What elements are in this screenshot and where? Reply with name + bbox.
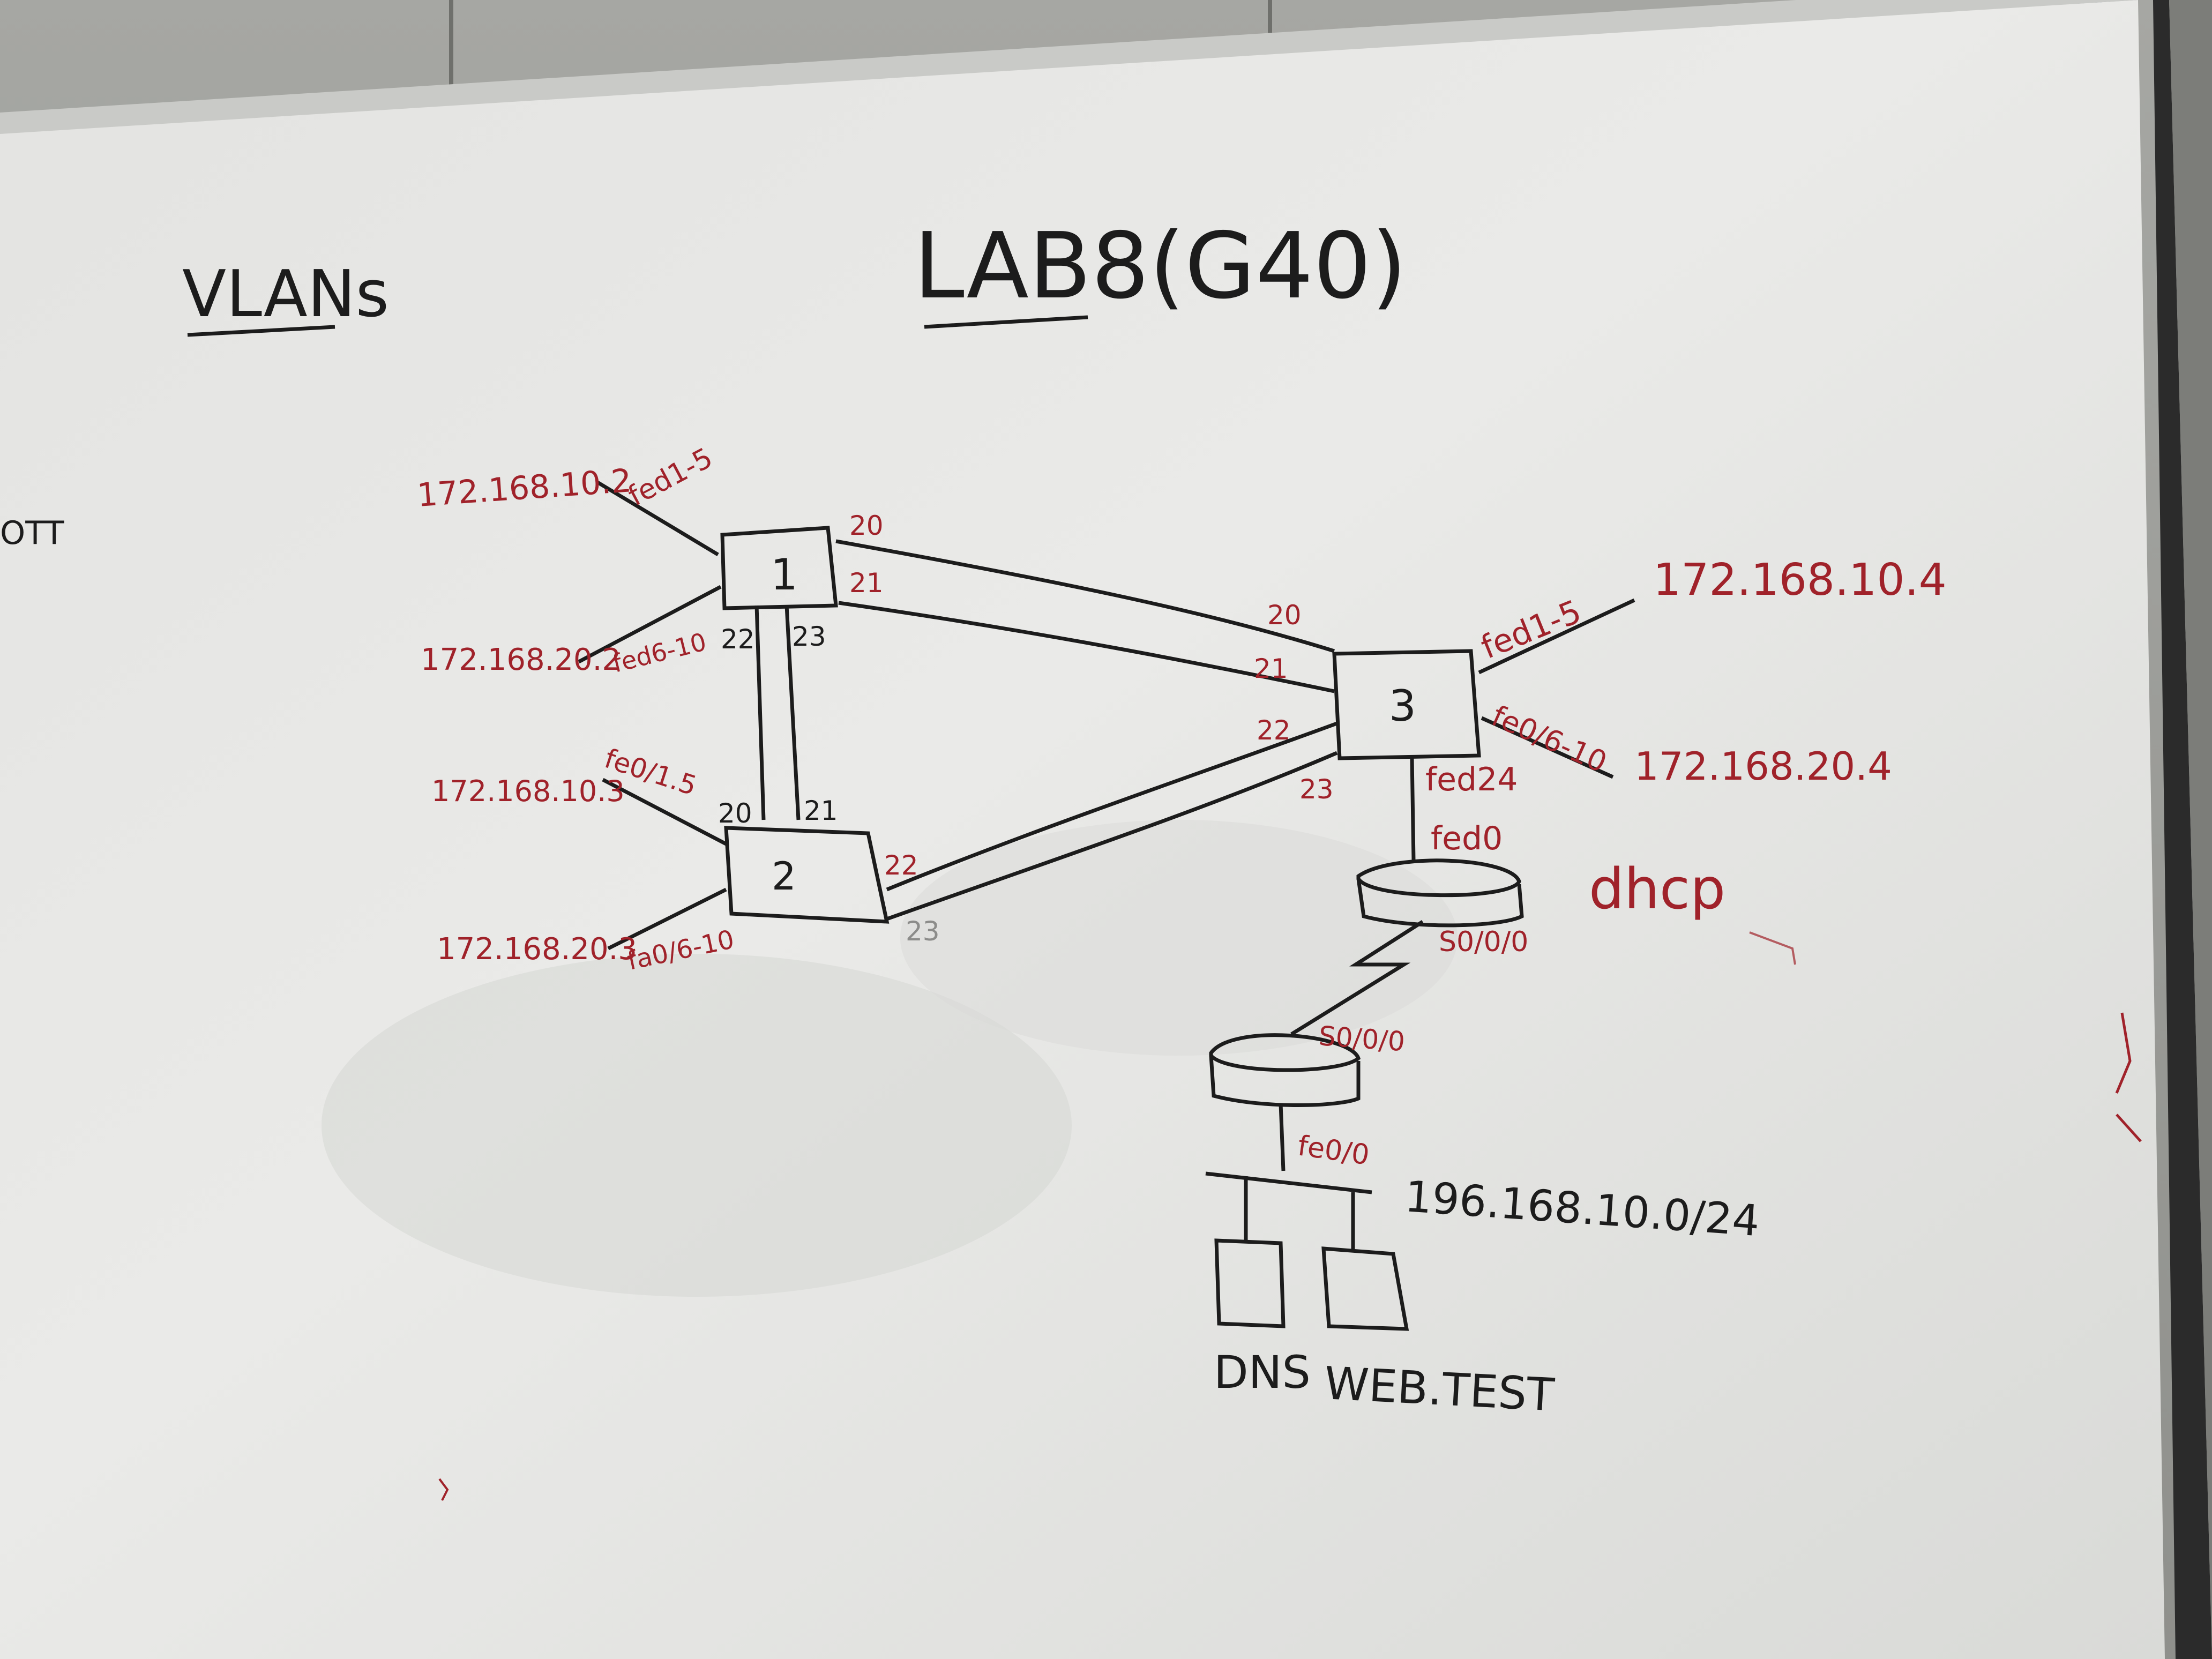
- router-dhcp-label: dhcp: [1589, 856, 1725, 922]
- s1-vlan20-ip: 172.168.20.2: [421, 642, 621, 677]
- router-to-bus: [1279, 1103, 1286, 1171]
- access-s1-left-down: [578, 585, 722, 664]
- s1-port-21: 21: [849, 567, 884, 599]
- server-web-label: WEB.TEST: [1323, 1357, 1556, 1421]
- heading-title: LAB8(G40): [914, 213, 1407, 319]
- s2-port-22: 22: [884, 850, 918, 881]
- switch-2-box: [724, 826, 890, 924]
- access-s2-left-down: [607, 887, 727, 951]
- s3-port-21: 21: [1254, 653, 1288, 684]
- stray-mark: [2115, 1012, 2142, 1142]
- switch-1[interactable]: 1: [720, 526, 838, 610]
- router-dhcp-top: [1356, 858, 1521, 898]
- link-s2-s3-b: [886, 751, 1338, 921]
- router-lower[interactable]: [1209, 1033, 1361, 1107]
- router-lower-serial: S0/0/0: [1318, 1020, 1406, 1057]
- switch-2[interactable]: 2: [724, 826, 890, 924]
- s2-vlan10-ip: 172.168.10.3: [431, 774, 625, 808]
- router-lower-top: [1209, 1033, 1361, 1072]
- whiteboard-right-frame: [2153, 0, 2212, 1659]
- ghost-smudge: [900, 820, 1458, 1056]
- server-dns[interactable]: [1214, 1238, 1286, 1328]
- whiteboard-right-shadow: [2169, 0, 2212, 1659]
- switch-1-box: [720, 526, 838, 610]
- access-s2-left-up: [602, 778, 727, 846]
- heading-vlans: VLANs: [182, 257, 389, 332]
- router-dhcp-port-up: fed0: [1431, 820, 1503, 857]
- switch-2-label: 2: [772, 854, 796, 899]
- s2-port-20: 20: [718, 798, 752, 829]
- stray-mark: [1749, 931, 1796, 965]
- switch-3[interactable]: 3: [1332, 649, 1481, 760]
- switch-3-label: 3: [1389, 681, 1416, 731]
- router-dhcp[interactable]: [1356, 858, 1524, 928]
- access-s3-right-up: [1478, 598, 1635, 675]
- link-s1-s3-b: [838, 601, 1335, 693]
- router-dhcp-side: [1356, 878, 1524, 928]
- s1-port-23: 23: [792, 621, 826, 652]
- heading-vlans-underline: [187, 325, 335, 337]
- serial-link: [1290, 920, 1424, 1036]
- access-s3-right-down: [1481, 716, 1614, 779]
- heading-title-underline: [924, 315, 1088, 329]
- link-s2-s3-a: [886, 721, 1338, 892]
- link-s1-s2-a: [754, 605, 766, 820]
- switch-3-box: [1332, 649, 1481, 760]
- router-dhcp-serial: S0/0/0: [1439, 926, 1528, 958]
- s3-vlan20-ip: 172.168.20.4: [1634, 744, 1892, 789]
- s2-vlan20-ip: 172.168.20.3: [437, 932, 637, 967]
- s1-port-22: 22: [721, 624, 755, 655]
- s3-vlan10-ip: 172.168.10.4: [1653, 555, 1947, 606]
- s2-port-23: 23: [906, 916, 940, 947]
- stray-mark: [438, 1478, 449, 1501]
- trunk-links: [578, 480, 1635, 1251]
- s3-port-23: 23: [1299, 774, 1334, 805]
- server-web[interactable]: [1321, 1246, 1409, 1331]
- lan-bus: [1205, 1171, 1372, 1194]
- access-s1-left-up: [596, 480, 719, 557]
- s3-port-22: 22: [1257, 715, 1291, 746]
- server-dns-label: DNS: [1214, 1346, 1311, 1399]
- s2-port-21: 21: [804, 795, 838, 826]
- s3-port-20: 20: [1267, 600, 1302, 631]
- s3-uplink-port: fed24: [1425, 761, 1518, 798]
- whiteboard-top-edge: [0, 0, 2138, 134]
- edge-text: OTT: [0, 514, 64, 552]
- s1-port-20: 20: [849, 510, 884, 541]
- link-s1-s2-b: [784, 605, 801, 820]
- ghost-smudge: [322, 954, 1072, 1297]
- link-s1-s3-a: [835, 539, 1335, 653]
- switch-1-label: 1: [771, 550, 798, 600]
- router-lower-side: [1209, 1055, 1361, 1107]
- link-s3-router: [1410, 758, 1416, 861]
